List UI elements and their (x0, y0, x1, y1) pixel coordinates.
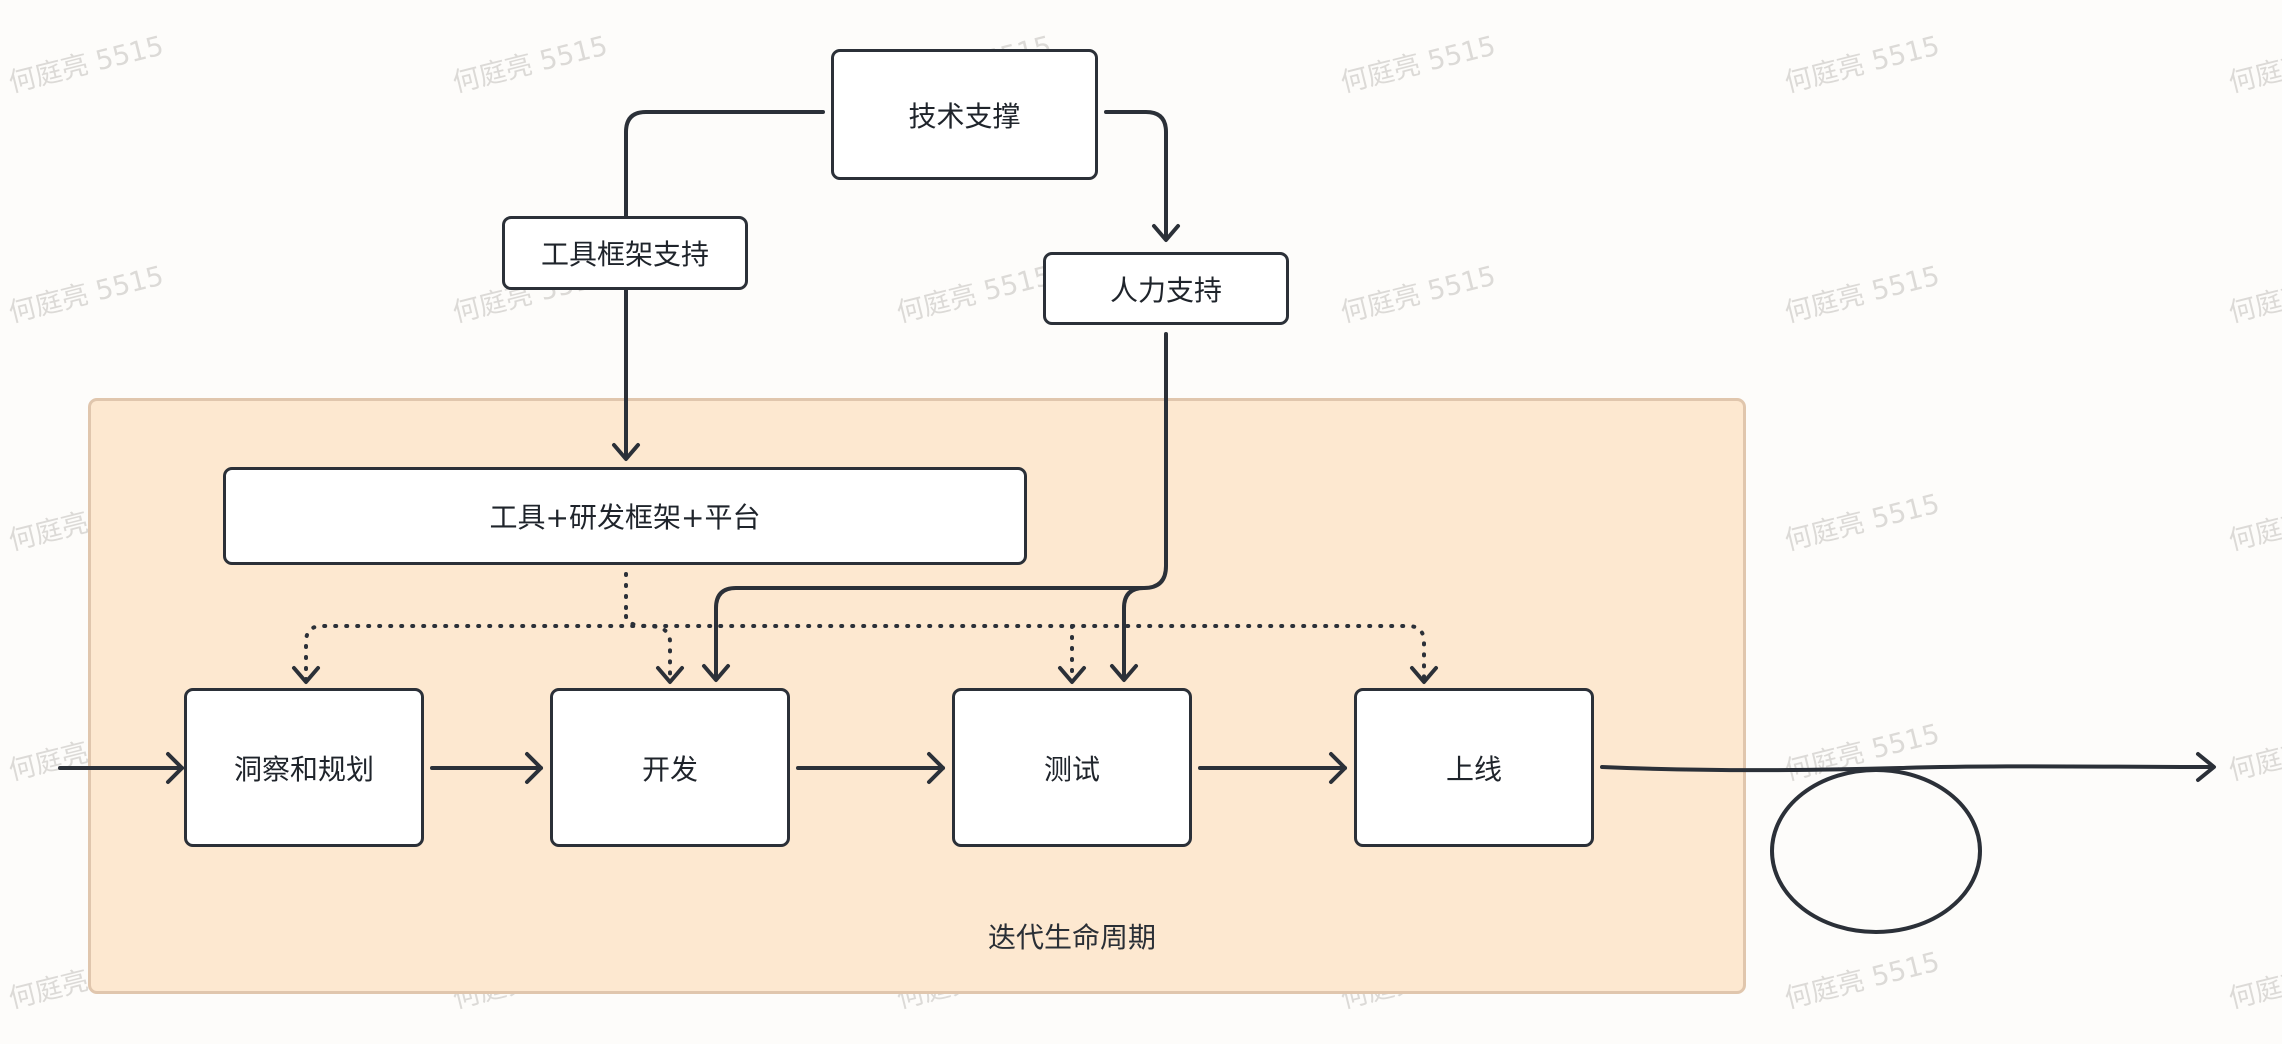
node-tools-platform[interactable]: 工具+研发框架+平台 (223, 467, 1027, 565)
node-develop-label: 开发 (641, 752, 698, 786)
arrowhead-platform (612, 443, 640, 461)
hand-drawn-loop (1770, 768, 1982, 934)
flow-exit-head (2196, 752, 2216, 782)
node-tool-framework-support[interactable]: 工具框架支持 (502, 216, 748, 290)
flow-launch-exit (1600, 764, 2214, 773)
flow-develop-to-test-head (927, 752, 945, 784)
node-launch[interactable]: 上线 (1354, 688, 1594, 847)
node-tool-framework-support-label: 工具框架支持 (540, 238, 709, 271)
flow-test-to-launch-head (1329, 752, 1347, 784)
connector-tech-to-human-support (1104, 110, 1168, 240)
node-develop[interactable]: 开发 (550, 688, 790, 847)
node-insight-planning[interactable]: 洞察和规划 (184, 688, 424, 847)
connector-tech-to-tool-support (624, 110, 825, 220)
arrowhead-test-solid (1110, 664, 1138, 682)
arrowhead-launch-dotted (1410, 666, 1438, 684)
node-tech-support[interactable]: 技术支撑 (831, 49, 1098, 180)
node-insight-planning-label: 洞察和规划 (233, 752, 374, 786)
node-human-support[interactable]: 人力支持 (1043, 252, 1289, 325)
node-human-support-label: 人力支持 (1109, 273, 1222, 307)
flow-entry-head (166, 752, 184, 784)
connector-human-support-to-develop (714, 332, 1168, 680)
node-test[interactable]: 测试 (952, 688, 1192, 847)
arrowhead-develop-solid (702, 664, 730, 682)
flow-insight-to-develop-head (525, 752, 543, 784)
dotted-platform-distribution (304, 624, 1426, 682)
arrowhead-test-dotted (1058, 666, 1086, 684)
arrowhead-human-support (1152, 224, 1180, 242)
node-launch-label: 上线 (1445, 752, 1502, 786)
connector-human-support-to-test (1122, 586, 1146, 680)
node-tools-platform-label: 工具+研发框架+平台 (489, 501, 761, 534)
arrowhead-insight-dotted (292, 666, 320, 684)
node-tech-support-label: 技术支撑 (908, 99, 1021, 133)
node-test-label: 测试 (1043, 752, 1100, 786)
arrowhead-develop-dotted (656, 666, 684, 684)
